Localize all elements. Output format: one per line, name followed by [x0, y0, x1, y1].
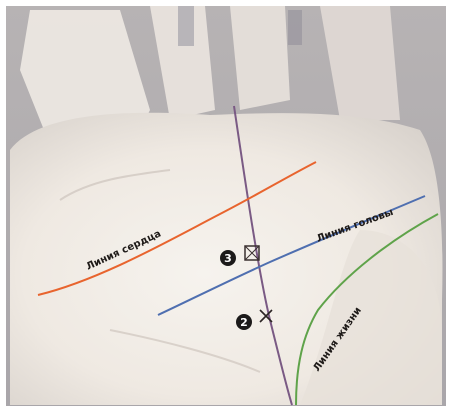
marker-2-number: 2 — [240, 316, 248, 329]
marker-3-number: 3 — [224, 252, 232, 265]
